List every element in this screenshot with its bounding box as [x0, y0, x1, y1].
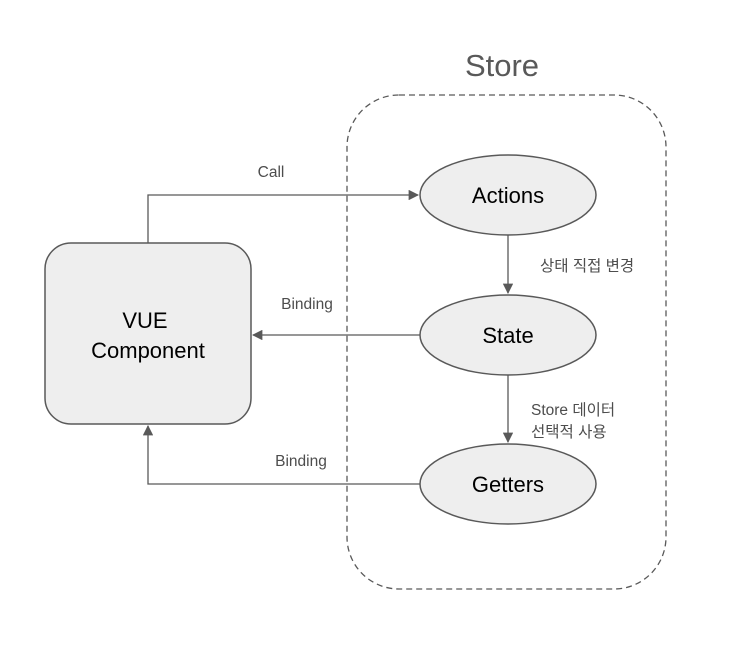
state-to-getters-label-line2: 선택적 사용 [531, 423, 607, 441]
vue-component-label: VUE Component [91, 308, 205, 363]
actions-to-state-label: 상태 직접 변경 [540, 257, 634, 275]
state-to-getters-label: Store 데이터 선택적 사용 [531, 401, 619, 441]
getters-binding-edge [142, 424, 420, 485]
vue-component-box [44, 242, 252, 425]
vue-component-node: VUE Component [44, 242, 252, 425]
store-title: Store [465, 48, 539, 83]
getters-binding-label: Binding [275, 453, 327, 470]
call-edge [147, 189, 420, 243]
getters-label: Getters [472, 472, 544, 497]
state-node: State [419, 294, 597, 376]
call-edge-label: Call [258, 164, 285, 181]
vue-component-label-line1: VUE [122, 308, 167, 333]
state-to-getters-label-line1: Store 데이터 [531, 401, 615, 419]
store-boundary [346, 94, 667, 590]
actions-label: Actions [472, 183, 544, 208]
vue-component-label-line2: Component [91, 338, 205, 363]
state-label: State [482, 323, 533, 348]
state-binding-label: Binding [281, 296, 333, 313]
getters-node: Getters [419, 443, 597, 525]
actions-node: Actions [419, 154, 597, 236]
